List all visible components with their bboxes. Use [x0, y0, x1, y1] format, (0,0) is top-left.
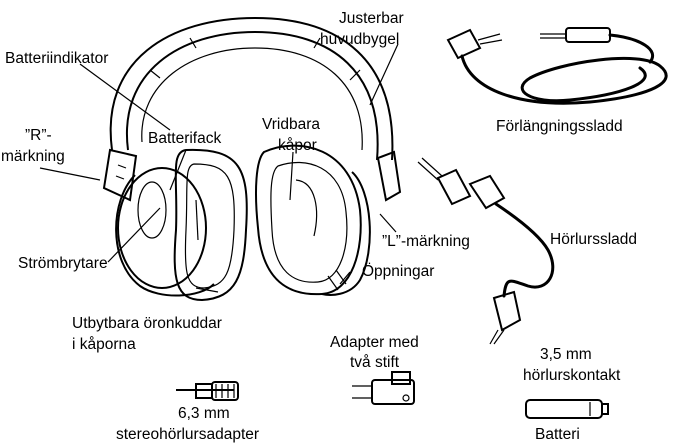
- label-adapter-2: två stift: [350, 354, 400, 371]
- label-strombrytare: Strömbrytare: [18, 255, 108, 272]
- label-batterifack: Batterifack: [148, 130, 221, 147]
- label-stereo-1: 6,3 mm: [178, 405, 230, 422]
- battery-illustration: [526, 400, 608, 418]
- headphone-cord-illustration: [418, 158, 553, 344]
- labels: Batteriindikator Justerbar huvudbygel ”R…: [1, 10, 637, 443]
- label-r-mark-2: märkning: [1, 148, 65, 165]
- label-forlangningssladd: Förlängningssladd: [496, 118, 623, 135]
- label-batteri: Batteri: [535, 426, 580, 443]
- label-kapor: kåpor: [278, 137, 317, 154]
- label-kontakt-2: hörlurskontakt: [523, 367, 621, 384]
- stereo-adapter-illustration: [176, 382, 238, 400]
- label-batteriindikator: Batteriindikator: [5, 50, 108, 67]
- label-vridbara: Vridbara: [262, 116, 320, 133]
- label-huvudbygel: huvudbygel: [320, 31, 399, 48]
- label-kontakt-1: 3,5 mm: [540, 346, 592, 363]
- two-pin-adapter-illustration: [352, 372, 414, 404]
- label-justerbar: Justerbar: [339, 10, 404, 27]
- right-earcup: [116, 150, 247, 300]
- label-adapter-1: Adapter med: [330, 334, 419, 351]
- label-utbytbara-2: i kåporna: [72, 336, 136, 353]
- extension-cord-illustration: [448, 28, 666, 103]
- label-l-markning: ”L”-märkning: [382, 233, 470, 250]
- left-earcup: [256, 146, 370, 295]
- label-utbytbara-1: Utbytbara öronkuddar: [72, 315, 222, 332]
- label-stereo-2: stereohörlursadapter: [116, 426, 259, 443]
- headphones-illustration: [104, 18, 400, 300]
- label-r-mark-1: ”R”-: [25, 127, 52, 144]
- label-oppningar: Öppningar: [362, 262, 434, 280]
- label-horlurssladd: Hörlurssladd: [550, 231, 637, 248]
